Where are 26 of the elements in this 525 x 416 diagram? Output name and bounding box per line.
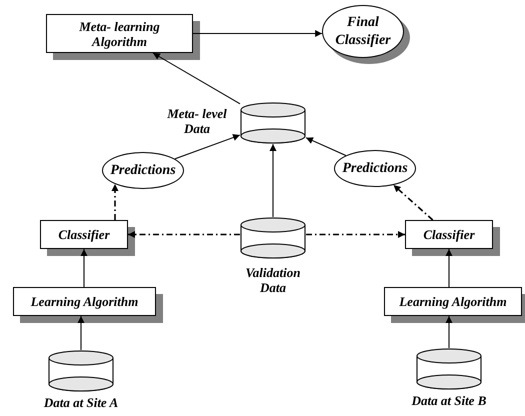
arrow xyxy=(152,52,240,104)
arrow xyxy=(112,184,118,220)
arrow xyxy=(446,316,452,348)
node-label: Predictions xyxy=(342,161,408,176)
arrow xyxy=(306,231,405,238)
node-label: Classifier xyxy=(58,227,110,242)
data-label: Data at Site B xyxy=(410,393,488,408)
node-label: Predictions xyxy=(110,163,176,178)
arrow xyxy=(270,144,276,218)
arrow xyxy=(446,248,452,288)
arrow xyxy=(192,30,323,37)
data-label: Validation Data xyxy=(244,265,302,295)
arrow xyxy=(174,134,240,160)
data-label: Meta- level Data xyxy=(166,106,228,136)
node-label: Classifier xyxy=(423,227,475,242)
arrow xyxy=(306,137,346,156)
data-label: Data at Site A xyxy=(42,395,120,410)
arrow xyxy=(80,248,88,288)
arrow xyxy=(128,231,240,238)
node-label: Learning Algorithm xyxy=(30,294,138,309)
node-label: Learning Algorithm xyxy=(399,294,507,309)
ellipse-node xyxy=(102,152,184,189)
arrow xyxy=(392,184,434,221)
node-label: Meta- learning Algorithm xyxy=(78,18,161,48)
arrow xyxy=(78,316,84,350)
node-label: Final Classifier xyxy=(334,14,392,50)
